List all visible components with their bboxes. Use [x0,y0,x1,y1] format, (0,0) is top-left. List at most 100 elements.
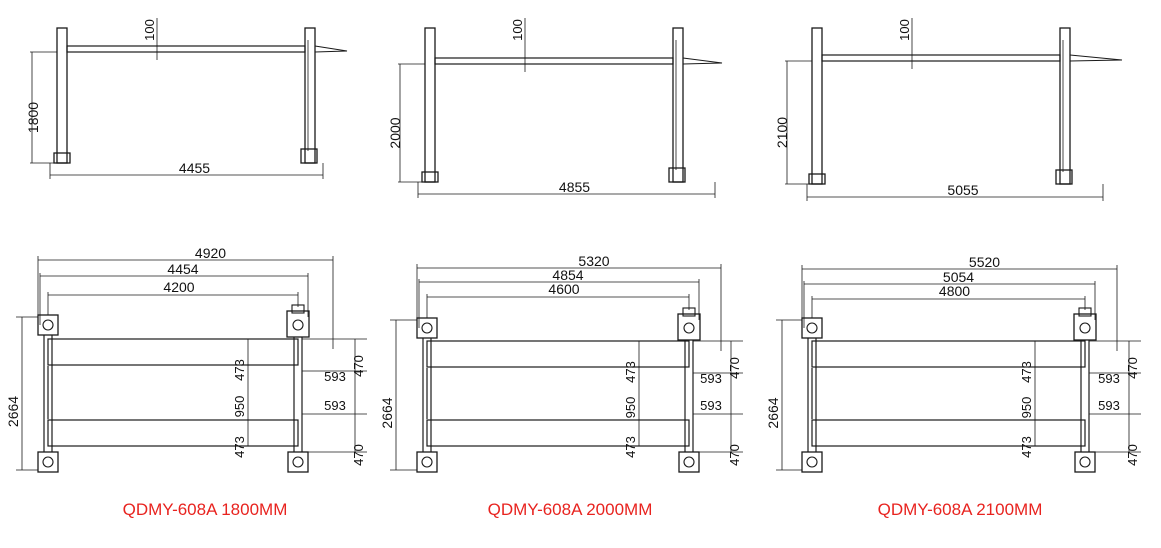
rear-left-post-bolt [421,456,433,468]
motor-post [286,310,310,338]
length-label: 5055 [947,182,978,198]
right-middle2-label: 593 [700,398,722,413]
right-post-base [668,167,686,183]
approach-ramp [1069,54,1123,62]
motor-post-bolt [292,319,304,331]
front-left-post-bolt [806,322,818,334]
overall-width-label: 4920 [195,245,226,261]
segment-top-label: 473 [232,359,247,381]
right-bottom-label: 470 [1125,444,1140,466]
left-post [424,27,436,183]
height-label: 1800 [25,102,41,133]
right-middle2-label: 593 [1098,398,1120,413]
segment-middle-label: 950 [232,396,247,418]
runway-bottom [811,419,1086,447]
top-offset-label: 100 [510,19,525,41]
rear-right-post-bolt [292,456,304,468]
right-bottom-label: 470 [727,444,742,466]
runway-beam [821,54,1061,62]
rear-right-post-bolt [683,456,695,468]
middle-width-label: 4454 [167,261,198,277]
approach-ramp [682,57,723,65]
right-middle2-label: 593 [324,398,346,413]
approach-ramp [314,45,348,53]
rear-left-post-bolt [806,456,818,468]
right-top-label: 470 [1125,357,1140,379]
right-post-base [1055,169,1073,185]
left-post-base [808,173,826,185]
right-bottom-label: 470 [351,444,366,466]
segment-top-label: 473 [623,361,638,383]
runway-top [811,340,1086,368]
top-offset-label: 100 [897,19,912,41]
right-top-label: 470 [727,357,742,379]
rear-left-post [37,451,59,473]
side-view-3: 2100 100 5055 [774,18,1123,201]
front-left-post-bolt [421,322,433,334]
overall-width-label: 5520 [969,254,1000,270]
right-post [1059,27,1071,185]
depth-label: 2664 [5,396,21,427]
rear-left-post [416,451,438,473]
front-left-post-bolt [42,319,54,331]
middle-width-label: 5054 [943,269,974,285]
front-left-post [416,317,438,339]
length-label: 4455 [179,160,210,176]
left-post-base [421,171,439,183]
runway-top [47,338,299,366]
front-left-post [801,317,823,339]
model-caption: QDMY-608A 2000MM [487,500,653,519]
segment-bottom-label: 473 [1019,436,1034,458]
middle-width-label: 4854 [552,267,583,283]
segment-middle-label: 950 [1019,397,1034,419]
model-caption: QDMY-608A 1800MM [122,500,288,519]
segment-middle-label: 950 [623,397,638,419]
top-offset-label: 100 [142,19,157,41]
right-middle1-label: 593 [700,371,722,386]
left-post [811,27,823,185]
length-label: 4855 [559,179,590,195]
overall-width-label: 5320 [578,253,609,269]
inner-width-label: 4200 [163,279,194,295]
runway-bottom [47,419,299,447]
model-caption: QDMY-608A 2100MM [877,500,1043,519]
inner-width-label: 4800 [939,283,970,299]
segment-top-label: 473 [1019,361,1034,383]
rear-left-post [801,451,823,473]
motor-post [677,313,701,341]
motor-post-bolt [683,322,695,334]
right-middle1-label: 593 [324,369,346,384]
runway-beam [66,45,306,53]
segment-bottom-label: 473 [623,436,638,458]
right-post [672,27,684,183]
right-post [304,27,316,164]
rear-right-post-bolt [1079,456,1091,468]
runway-beam [434,57,674,65]
depth-label: 2664 [379,397,395,428]
motor-post-bolt [1079,322,1091,334]
side-view-1: 1800 100 4455 [25,18,348,179]
left-post-base [53,152,71,164]
side-view-2: 2000 100 4855 [387,18,723,198]
runway-top [426,340,690,368]
motor-post [1073,313,1097,341]
rear-left-post-bolt [42,456,54,468]
front-left-post [37,314,59,336]
inner-width-label: 4600 [548,281,579,297]
left-post [56,27,68,164]
runway-bottom [426,419,690,447]
rear-right-post [1074,451,1096,473]
right-post-base [300,148,318,164]
right-middle1-label: 593 [1098,371,1120,386]
segment-bottom-label: 473 [232,436,247,458]
rear-right-post [678,451,700,473]
height-label: 2000 [387,117,403,148]
depth-label: 2664 [765,397,781,428]
rear-right-post [287,451,309,473]
height-label: 2100 [774,117,790,148]
right-top-label: 470 [351,355,366,377]
